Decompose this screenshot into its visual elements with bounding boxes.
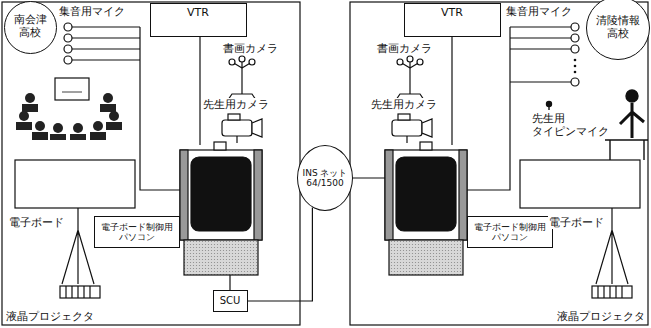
node-text: VTR	[441, 7, 463, 20]
tv-monitor	[180, 142, 467, 275]
node-text: 清陵情報 高校	[591, 15, 645, 40]
part-label: 先生用 タイピンマイク	[531, 112, 610, 138]
device-box: VTR	[404, 3, 501, 37]
device-box: SCU	[213, 290, 248, 312]
network-ellipse: INS ネット 64/1500	[297, 145, 353, 211]
part-label: 液晶プロジェクタ	[5, 310, 95, 323]
part-label: 集音用マイク	[505, 5, 573, 18]
vtr-wire	[451, 37, 452, 145]
school-badge: 南会津 高校	[4, 1, 57, 54]
school-badge: 清陵情報 高校	[586, 0, 650, 60]
video-camera	[222, 114, 432, 143]
part-label: 電子ボード	[8, 216, 65, 229]
node-text: 電子ボード制御用 パソコン	[99, 222, 175, 243]
part-label: 書画カメラ	[222, 42, 279, 55]
part-label: 電子ボード	[548, 216, 605, 229]
network-line	[248, 207, 313, 301]
node-text: VTR	[187, 7, 209, 20]
scu-wire	[229, 275, 230, 291]
node-text: SCU	[220, 295, 241, 307]
node-text: 南会津 高校	[9, 14, 52, 39]
ellipsis-dots	[574, 59, 577, 74]
room-outline	[2, 2, 300, 325]
node-text: INS ネット 64/1500	[302, 168, 348, 189]
part-label: 集音用マイク	[58, 5, 126, 18]
part-label: 先生用カメラ	[202, 98, 270, 111]
part-label: 先生用カメラ	[370, 98, 438, 111]
device-box: 電子ボード制御用 パソコン	[467, 216, 553, 248]
node-text: 電子ボード制御用 パソコン	[472, 222, 548, 243]
device-box: 電子ボード制御用 パソコン	[94, 216, 180, 248]
part-label: 書画カメラ	[376, 42, 433, 55]
device-box: VTR	[150, 3, 247, 37]
part-label: 液晶プロジェクタ	[556, 310, 646, 323]
classroom-illustration	[16, 78, 122, 140]
vtr-wire	[199, 37, 200, 145]
microphones	[64, 23, 579, 86]
document-camera	[228, 56, 424, 100]
electronic-board	[15, 160, 640, 298]
network-wire	[348, 177, 385, 178]
